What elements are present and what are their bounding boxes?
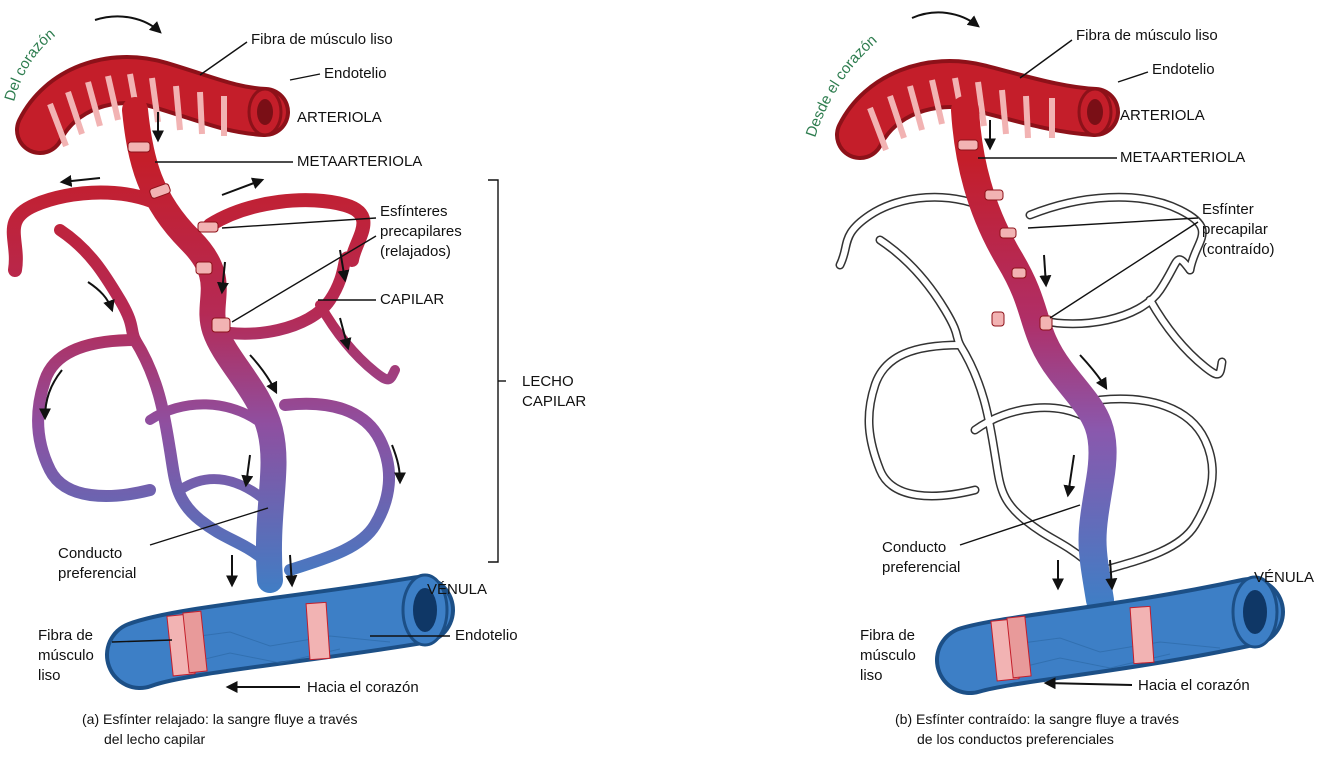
fiber-label-b-line1: Fibra de xyxy=(860,627,915,644)
panel-a: Del corazón Fibra de músculo liso Endote… xyxy=(1,16,586,747)
sphincter-label-b-line3: (contraído) xyxy=(1202,241,1275,258)
thoroughfare-label-a-line1: Conducto xyxy=(58,545,122,562)
capillary-label-a: CAPILAR xyxy=(380,291,444,308)
venule-b xyxy=(970,577,1277,681)
panel-b: Desde el corazón Fibra de músculo liso E… xyxy=(803,12,1314,747)
fiber-label-a-line2: músculo xyxy=(38,647,94,664)
arteriole-label-b: ARTERIOLA xyxy=(1120,107,1205,124)
bed-label-line2: CAPILAR xyxy=(522,393,586,410)
metarteriole-label-a: METAARTERIOLA xyxy=(297,153,422,170)
caption-a-line1: (a) Esfínter relajado: la sangre fluye a… xyxy=(82,711,357,727)
arteriole-label-a: ARTERIOLA xyxy=(297,109,382,126)
fiber-label-b-line3: liso xyxy=(860,667,883,684)
sphincter-label-b-line2: precapilar xyxy=(1202,221,1268,238)
thoroughfare-label-a-line2: preferencial xyxy=(58,565,136,582)
arteriole-a xyxy=(40,74,281,146)
venule-label-b: VÉNULA xyxy=(1254,569,1314,586)
sphincters-label-a-line1: Esfínteres xyxy=(380,203,448,220)
sphincters-label-a-line3: (relajados) xyxy=(380,243,451,260)
smooth-muscle-fiber-label-a: Fibra de músculo liso xyxy=(251,31,393,48)
endothelium-top-label-a: Endotelio xyxy=(324,65,387,82)
to-heart-label-a: Hacia el corazón xyxy=(307,679,419,696)
leaders-a xyxy=(112,42,506,642)
arteriole-b xyxy=(860,78,1111,150)
to-heart-label-b: Hacia el corazón xyxy=(1138,677,1250,694)
metarteriole-label-b: METAARTERIOLA xyxy=(1120,149,1245,166)
bed-label-line1: LECHO xyxy=(522,373,574,390)
capillary-outlines-b xyxy=(840,197,1222,570)
venule-a xyxy=(140,575,447,676)
fiber-label-a-line1: Fibra de xyxy=(38,627,93,644)
sphincter-label-b-line1: Esfínter xyxy=(1202,201,1254,218)
venule-label-a: VÉNULA xyxy=(427,581,487,598)
caption-b-line1: (b) Esfínter contraído: la sangre fluye … xyxy=(895,711,1179,727)
thoroughfare-label-b-line2: preferencial xyxy=(882,559,960,576)
fiber-label-b-line2: músculo xyxy=(860,647,916,664)
thoroughfare-label-b-line1: Conducto xyxy=(882,539,946,556)
endothelium-bottom-label-a: Endotelio xyxy=(455,627,518,644)
caption-b-line2: de los conductos preferenciales xyxy=(917,731,1114,747)
caption-a-line2: del lecho capilar xyxy=(104,731,206,747)
fiber-label-a-line3: liso xyxy=(38,667,61,684)
endothelium-top-label-b: Endotelio xyxy=(1152,61,1215,78)
smooth-muscle-fiber-label-b: Fibra de músculo liso xyxy=(1076,27,1218,44)
sphincters-label-a-line2: precapilares xyxy=(380,223,462,240)
